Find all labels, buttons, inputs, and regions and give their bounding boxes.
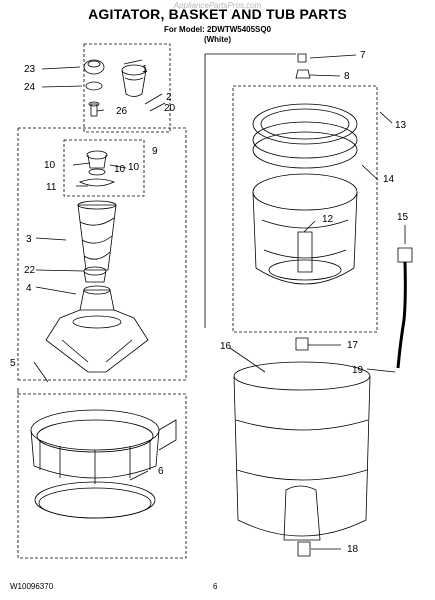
callout-8: 8 [344,71,350,82]
callout-10a: 10 [44,160,56,171]
callout-23: 23 [24,64,36,75]
dog-retainer [78,178,116,187]
group-box-9 [63,139,145,197]
balance-ring [30,409,160,451]
model-line: For Model: 2DWTW5405SQ0 [163,25,272,34]
callout-17: 17 [347,340,359,351]
small-ring [85,81,103,91]
group-box-5 [17,393,187,559]
callout-10b: 10 [128,162,140,173]
callout-9: 9 [152,146,158,157]
callout-14: 14 [383,174,395,185]
callout-3: 3 [26,234,32,245]
callout-26: 26 [116,106,128,117]
callout-5: 5 [10,358,16,369]
callout-15: 15 [397,212,409,223]
dispenser-cap [83,59,105,75]
page-title: AGITATOR, BASKET AND TUB PARTS [88,6,347,22]
callout-10c: 10 [114,164,126,175]
hose-clip [397,247,413,263]
watermark: AppliancePartsPros.com [173,1,262,10]
auger [77,204,117,271]
callout-2: 2 [166,92,172,103]
callout-20: 20 [164,103,176,114]
callout-18: 18 [347,544,359,555]
hose [396,261,407,369]
color-line: (White) [203,35,232,44]
basket [252,173,358,211]
document-number: W10096370 [10,582,54,591]
outer-tub [233,361,371,391]
clip-8 [295,69,311,79]
callout-16: 16 [220,341,232,352]
callout-1: 1 [142,64,148,75]
group-box-20 [83,43,171,133]
page-number: 6 [213,582,218,591]
callout-19: 19 [352,365,364,376]
drive-bell [83,266,107,276]
group-box-13 [232,85,378,333]
basket-ring [252,103,358,145]
agitator-dog [86,150,108,160]
clip-7 [297,53,307,63]
agitator-base [79,289,115,311]
callout-11: 11 [46,182,57,193]
callout-12: 12 [322,214,334,225]
callout-6: 6 [158,466,164,477]
callout-22: 22 [24,265,36,276]
callout-4: 4 [26,283,32,294]
tub-nut [295,337,309,351]
bottom-nut [297,541,311,557]
callout-24: 24 [24,82,36,93]
callout-13: 13 [395,120,407,131]
bolt [90,103,98,117]
callout-7: 7 [360,50,366,61]
